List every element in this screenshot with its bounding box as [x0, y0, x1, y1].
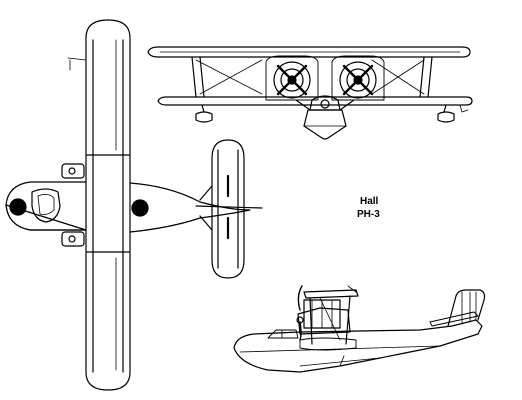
- side-view-upper-wing: [303, 289, 359, 299]
- front-view-lower-wing: [157, 96, 473, 106]
- top-view-mid-disc: [131, 199, 149, 217]
- top-view-tailplane: [211, 139, 245, 279]
- top-view-wing: [85, 19, 131, 391]
- side-view-tail-fin: [447, 289, 486, 327]
- front-view-right-engine: [339, 61, 377, 99]
- manufacturer-label: Hall: [360, 196, 379, 207]
- side-view: [233, 285, 486, 373]
- front-view-left-float: [195, 111, 213, 123]
- side-view-hull: [233, 319, 483, 373]
- front-view-right-float: [437, 111, 455, 123]
- top-view-nose-disc: [9, 198, 27, 216]
- front-view-left-engine: [273, 61, 311, 99]
- front-view-hull: [303, 109, 347, 140]
- front-view: [147, 46, 473, 140]
- top-view: [5, 19, 263, 391]
- side-view-engine: [297, 307, 351, 335]
- model-label: PH-3: [357, 209, 380, 220]
- front-view-upper-wing: [147, 46, 471, 58]
